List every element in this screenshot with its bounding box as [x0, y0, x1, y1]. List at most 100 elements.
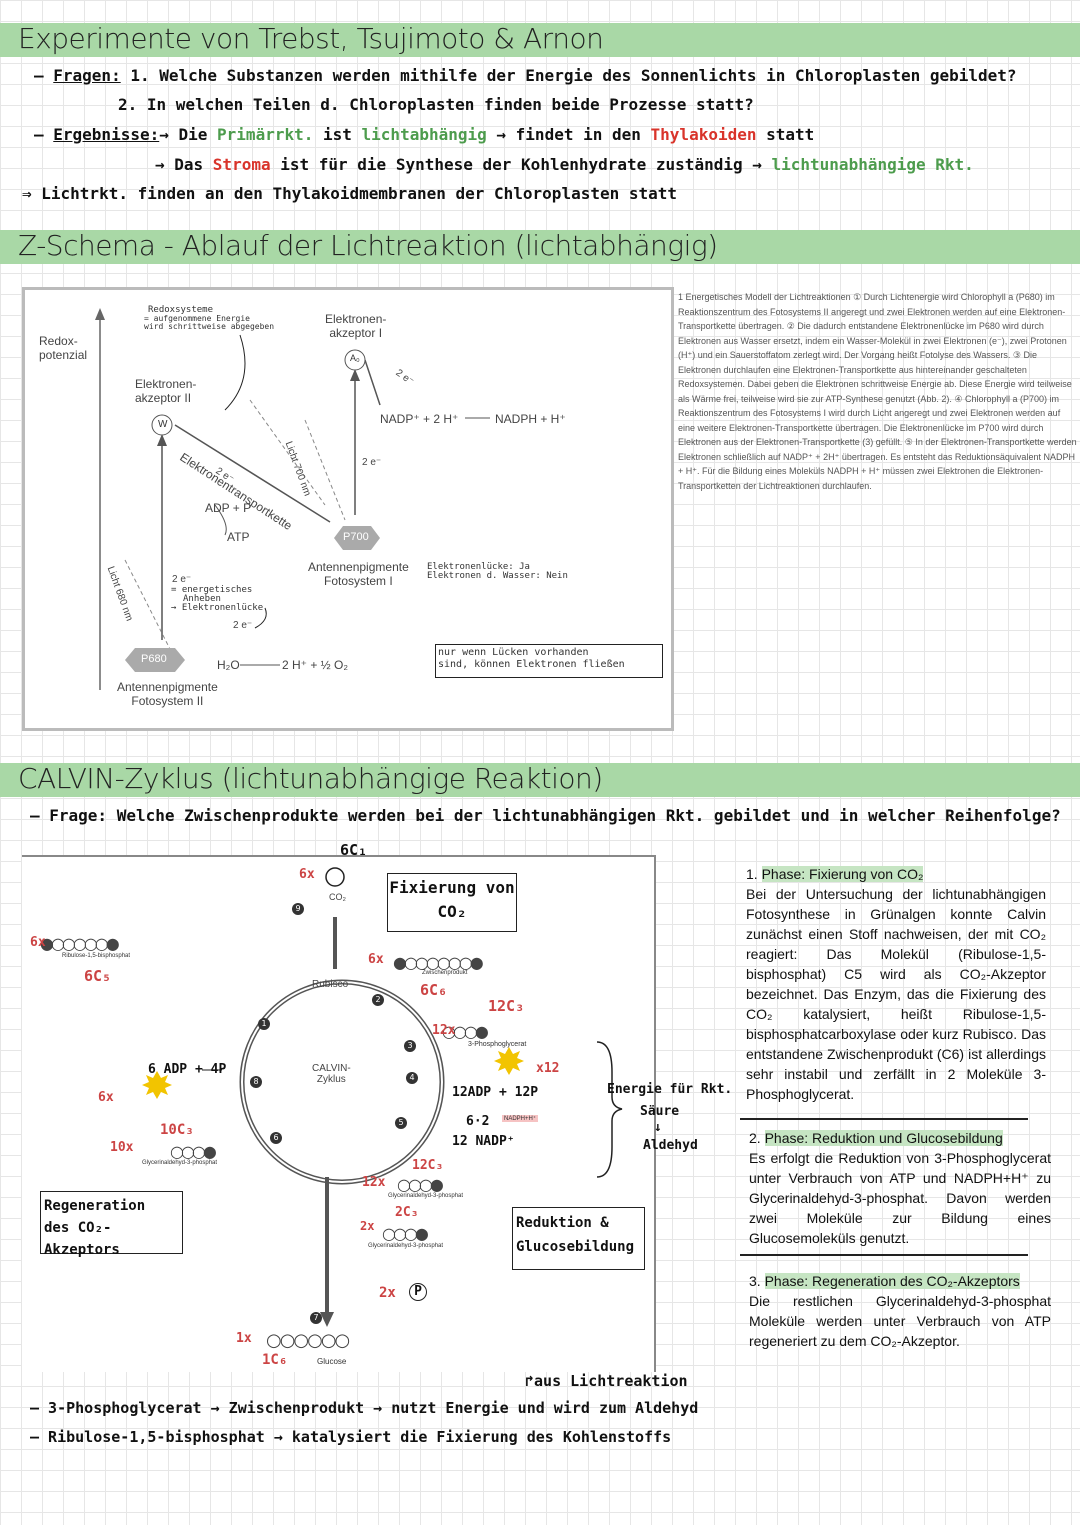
redox-label: Redox- potenzial: [39, 334, 88, 362]
co2-label: CO₂: [329, 892, 346, 902]
phase2-num: 2.: [749, 1130, 761, 1146]
ten-x: 10x: [110, 1140, 134, 1155]
gap3-chain: ○○○●: [382, 1224, 429, 1243]
etc2-line: [364, 359, 381, 406]
x12-label: x12: [536, 1061, 560, 1076]
phase1-title: Phase: Fixierung von CO₂: [761, 866, 924, 882]
pglyc-label: 3-Phosphoglycerat: [468, 1041, 527, 1048]
erg2-b: ist für die Synthese der Kohlenhydrate z…: [270, 155, 772, 174]
akzeptor-2: Elektronen- akzeptor II: [135, 377, 197, 405]
phase3-text: Die restlichen Glycerinaldehyd-3-phospha…: [749, 1293, 1051, 1349]
c5-label: 6C₅: [84, 967, 112, 985]
step-8: 8: [250, 1076, 262, 1088]
redox-note-2: wird schrittweise abgegeben: [144, 322, 275, 331]
calvin-diagram: ●○○○○○● ●○○○○○○● ○○○● ○○○● ○○○● ○○○● ○○○…: [22, 841, 656, 1372]
phosphate-circle: P: [409, 1283, 427, 1301]
atp-star-right: [494, 1047, 524, 1075]
adp12-label: 12ADP + 12P: [452, 1085, 539, 1100]
redox-note-1: = aufgenommene Energie: [144, 314, 250, 323]
calvin-svg: [142, 867, 623, 1327]
erg1-c: → findet in den: [486, 125, 651, 144]
light-dash-2: [249, 399, 326, 506]
six-x-co2: 6x: [299, 867, 315, 882]
phase1-block: 1. Phase: Fixierung von CO₂ Bei der Unte…: [746, 864, 1046, 1104]
p700-label: P700: [343, 531, 369, 543]
gap2-chain: ○○○●: [397, 1175, 444, 1194]
redox-note-arrow: [224, 334, 246, 411]
aus-licht: ↱aus Lichtreaktion: [525, 1372, 688, 1390]
p700-hexagon: [334, 526, 380, 550]
fazit: ⇒ Lichtrkt. finden an den Thylakoidmembr…: [22, 184, 678, 203]
nadph-tag: NADPH+H⁺: [502, 1115, 539, 1122]
frage-2: 2. In welchen Teilen d. Chloroplasten fi…: [118, 95, 754, 114]
six-x-atp: 6x: [98, 1090, 114, 1105]
calvin-center: CALVIN- Zyklus: [312, 1063, 351, 1085]
ps2-arrowhead: [157, 434, 167, 446]
glucose-arrowhead: [320, 1312, 334, 1327]
section1-header-bar: [0, 23, 1080, 57]
pglyc-chain: ○○○●: [442, 1022, 489, 1041]
divider-2: [740, 1254, 1028, 1256]
c3-12b-label: 12C₃: [412, 1158, 444, 1173]
two-e-5: 2 e⁻: [233, 620, 253, 631]
two-e-3: 2 e⁻: [362, 457, 382, 468]
erg1-licht: lichtabhängig: [361, 125, 487, 144]
c1-label: 6C₁: [340, 841, 368, 859]
twelve-x: 12x: [432, 1023, 456, 1038]
zwischen-label: Zwischenprodukt: [422, 970, 468, 976]
section2-title: Z-Schema - Ablauf der Lichtreaktion (lic…: [18, 229, 718, 262]
six-x-ribulose: 6x: [30, 935, 46, 950]
bullet-1: – 3-Phosphoglycerat → Zwischenprodukt → …: [30, 1399, 699, 1417]
a0-circle: [344, 349, 366, 371]
etc-line: [174, 424, 331, 523]
energie-label: Energie für Rkt.: [607, 1082, 733, 1097]
down-arrow-icon: ↓: [654, 1120, 662, 1135]
fragen-label: Fragen:: [53, 66, 121, 85]
atp-curve: [214, 504, 227, 536]
p680-label: P680: [141, 653, 167, 665]
section3-title: CALVIN-Zyklus (lichtunabhängige Reaktion…: [18, 762, 603, 795]
nadph6-label: 6·2: [466, 1114, 490, 1129]
gap3-label: Glycerinaldehyd-3-phosphat: [368, 1243, 444, 1249]
z-schema-side-text: 1 Energetisches Modell der Lichtreaktion…: [678, 292, 1077, 491]
reduk-box: Reduktion & Glucosebildung: [512, 1207, 645, 1270]
erg1-a: → Die: [159, 125, 218, 144]
phase2-text: Es erfolgt die Reduktion von 3-Phosphogl…: [749, 1150, 1051, 1246]
atp-star-left: [142, 1071, 172, 1099]
nadp12-label: 12 NADP⁺: [452, 1134, 515, 1149]
p680-hexagon: [125, 648, 185, 672]
zwischen-chain: ●○○○○○○●: [393, 953, 484, 972]
luecke-2: Elektronen d. Wasser: Nein: [427, 571, 568, 581]
p-2x: 2x: [379, 1285, 396, 1301]
w-label: W: [158, 419, 168, 430]
ps1-arrowhead: [350, 369, 360, 381]
step-1: 1: [258, 1018, 270, 1030]
saeure-label: Säure: [640, 1104, 680, 1119]
light700-line: [304, 419, 346, 521]
rubisco-label: Rubisco: [312, 979, 349, 990]
fix-box: Fixierung von CO₂: [387, 873, 517, 932]
erg2-c: lichtunabhängige Rkt.: [771, 155, 974, 174]
aus-licht-text: aus Lichtreaktion: [534, 1372, 688, 1390]
luecke-1: Elektronenlücke: Ja: [427, 562, 530, 572]
erg2-stroma: Stroma: [212, 155, 271, 174]
z-schema-diagram: Redox- potenzial Redoxsysteme = aufgenom…: [22, 287, 674, 731]
a0-label: A₀: [350, 353, 360, 363]
ergebnisse-label: Ergebnisse:: [53, 125, 160, 144]
note-energ-1: = energetisches: [171, 585, 253, 595]
c6b-label: 1C₆: [262, 1352, 288, 1368]
two-x: 2x: [360, 1219, 375, 1233]
glucose-chain: ○○○○○○: [266, 1330, 350, 1351]
phase3-title: Phase: Regeneration des CO₂-Akzeptors: [764, 1273, 1020, 1289]
c3-12-label: 12C₃: [488, 997, 525, 1015]
divider-1: [740, 1118, 1028, 1120]
nadp-label: NADP⁺ + 2 H⁺: [380, 412, 459, 426]
h2o-label: H₂O: [217, 658, 240, 672]
phase3-block: 3. Phase: Regeneration des CO₂-Akzeptors…: [749, 1271, 1051, 1351]
adp6-label: 6 ADP + 4P: [148, 1062, 227, 1077]
phase1-num: 1.: [746, 866, 758, 882]
glucose-label: Glucose: [317, 1357, 347, 1366]
nadph-label: NADPH + H⁺: [495, 412, 566, 426]
step-6: 6: [270, 1132, 282, 1144]
gap2-label: Glycerinaldehyd-3-phosphat: [388, 1193, 464, 1199]
